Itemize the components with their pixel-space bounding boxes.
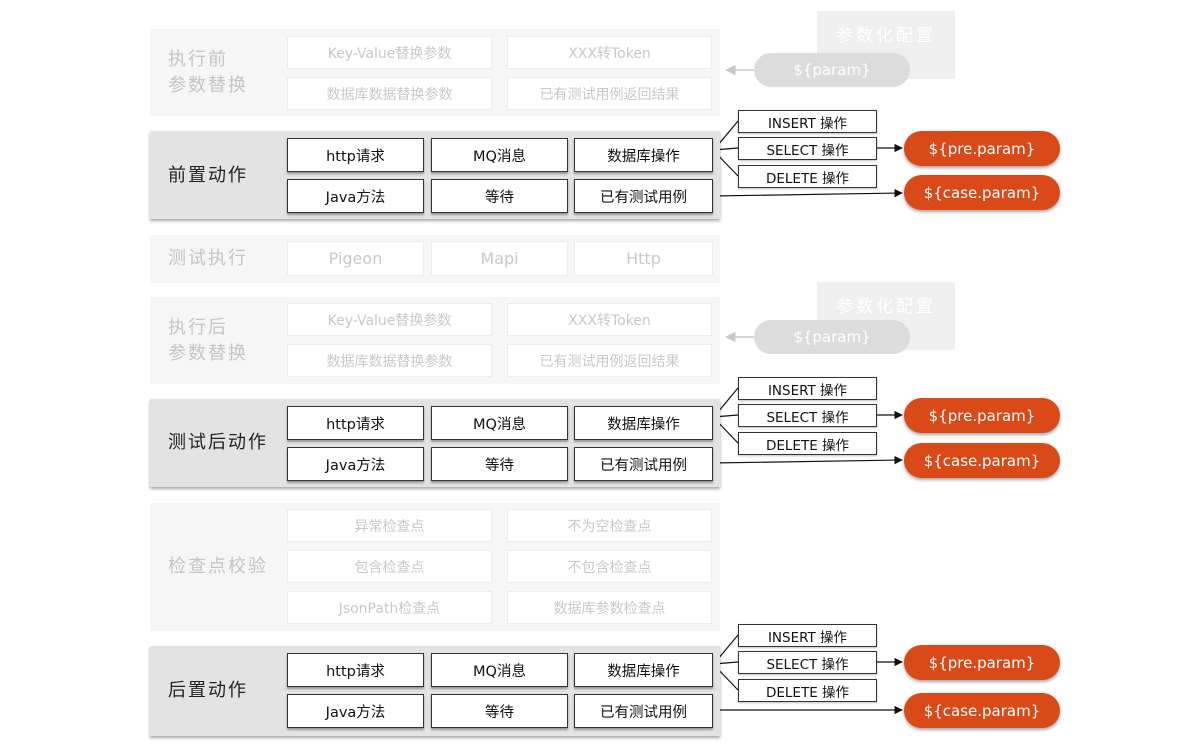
http-request-box: http请求 xyxy=(287,406,424,440)
kv-replace-box: Key-Value替换参数 xyxy=(287,303,492,336)
panel-label: 检查点校验 xyxy=(168,556,268,577)
test-exec-panel: 测试执行 Pigeon Mapi Http xyxy=(150,235,720,283)
db-operation-box: 数据库操作 xyxy=(574,406,713,440)
token-box: XXX转Token xyxy=(507,303,712,336)
wait-box: 等待 xyxy=(431,447,568,481)
delete-op-box: DELETE 操作 xyxy=(738,432,877,455)
mq-message-box: MQ消息 xyxy=(431,138,568,172)
pigeon-box: Pigeon xyxy=(287,241,424,276)
insert-op-box: INSERT 操作 xyxy=(738,110,877,133)
insert-op-box: INSERT 操作 xyxy=(738,377,877,400)
not-null-check-box: 不为空检查点 xyxy=(507,509,712,542)
param-pill: ${param} xyxy=(754,320,910,354)
http-request-box: http请求 xyxy=(287,653,424,687)
kv-replace-box: Key-Value替换参数 xyxy=(287,36,492,69)
case-param-pill: ${case.param} xyxy=(904,693,1060,728)
mq-message-box: MQ消息 xyxy=(431,653,568,687)
select-op-box: SELECT 操作 xyxy=(738,137,877,160)
existing-case-box: 已有测试用例 xyxy=(574,179,713,213)
existing-case-box: 已有测试用例 xyxy=(574,447,713,481)
http-request-box: http请求 xyxy=(287,138,424,172)
java-method-box: Java方法 xyxy=(287,694,424,728)
checkpoint-panel: 检查点校验 异常检查点 不为空检查点 包含检查点 不包含检查点 JsonPath… xyxy=(150,503,720,631)
panel-label: 执行前 参数替换 xyxy=(168,49,248,96)
db-replace-box: 数据库数据替换参数 xyxy=(287,344,492,377)
panel-label: 后置动作 xyxy=(168,680,248,701)
db-operation-box: 数据库操作 xyxy=(574,138,713,172)
post-action-panel: 后置动作 http请求 MQ消息 数据库操作 Java方法 等待 已有测试用例 xyxy=(150,646,720,736)
pre-action-panel: 前置动作 http请求 MQ消息 数据库操作 Java方法 等待 已有测试用例 xyxy=(150,131,720,219)
delete-op-box: DELETE 操作 xyxy=(738,679,877,702)
case-param-pill: ${case.param} xyxy=(904,175,1060,210)
pre-param-pill: ${pre.param} xyxy=(904,398,1060,433)
case-arrow-2 xyxy=(712,455,903,465)
delete-op-box: DELETE 操作 xyxy=(738,165,877,188)
db-param-check-box: 数据库参数检查点 xyxy=(507,591,712,624)
case-result-box: 已有测试用例返回结果 xyxy=(507,77,712,110)
java-method-box: Java方法 xyxy=(287,447,424,481)
wait-box: 等待 xyxy=(431,179,568,213)
mapi-box: Mapi xyxy=(431,241,568,276)
not-contains-check-box: 不包含检查点 xyxy=(507,550,712,583)
panel-label: 测试后动作 xyxy=(168,432,268,453)
exception-check-box: 异常检查点 xyxy=(287,509,492,542)
case-arrow-1 xyxy=(712,188,903,198)
case-param-pill: ${case.param} xyxy=(904,443,1060,478)
db-operation-box: 数据库操作 xyxy=(574,653,713,687)
pre-param-pill: ${pre.param} xyxy=(904,645,1060,680)
panel-label: 执行后 参数替换 xyxy=(168,317,248,364)
token-box: XXX转Token xyxy=(507,36,712,69)
panel-label: 测试执行 xyxy=(168,248,248,269)
wait-box: 等待 xyxy=(431,694,568,728)
contains-check-box: 包含检查点 xyxy=(287,550,492,583)
post-param-replace-panel: 执行后 参数替换 Key-Value替换参数 XXX转Token 数据库数据替换… xyxy=(150,297,720,384)
post-test-action-panel: 测试后动作 http请求 MQ消息 数据库操作 Java方法 等待 已有测试用例 xyxy=(150,399,720,487)
http-box: Http xyxy=(574,241,713,276)
pre-param-pill: ${pre.param} xyxy=(904,131,1060,166)
case-result-box: 已有测试用例返回结果 xyxy=(507,344,712,377)
jsonpath-check-box: JsonPath检查点 xyxy=(287,591,492,624)
select-op-box: SELECT 操作 xyxy=(738,651,877,674)
java-method-box: Java方法 xyxy=(287,179,424,213)
select-op-box: SELECT 操作 xyxy=(738,404,877,427)
panel-label: 前置动作 xyxy=(168,165,248,186)
existing-case-box: 已有测试用例 xyxy=(574,694,713,728)
pre-param-replace-panel: 执行前 参数替换 Key-Value替换参数 XXX转Token 数据库数据替换… xyxy=(150,29,720,116)
mq-message-box: MQ消息 xyxy=(431,406,568,440)
db-replace-box: 数据库数据替换参数 xyxy=(287,77,492,110)
insert-op-box: INSERT 操作 xyxy=(738,624,877,647)
param-pill: ${param} xyxy=(754,53,910,87)
